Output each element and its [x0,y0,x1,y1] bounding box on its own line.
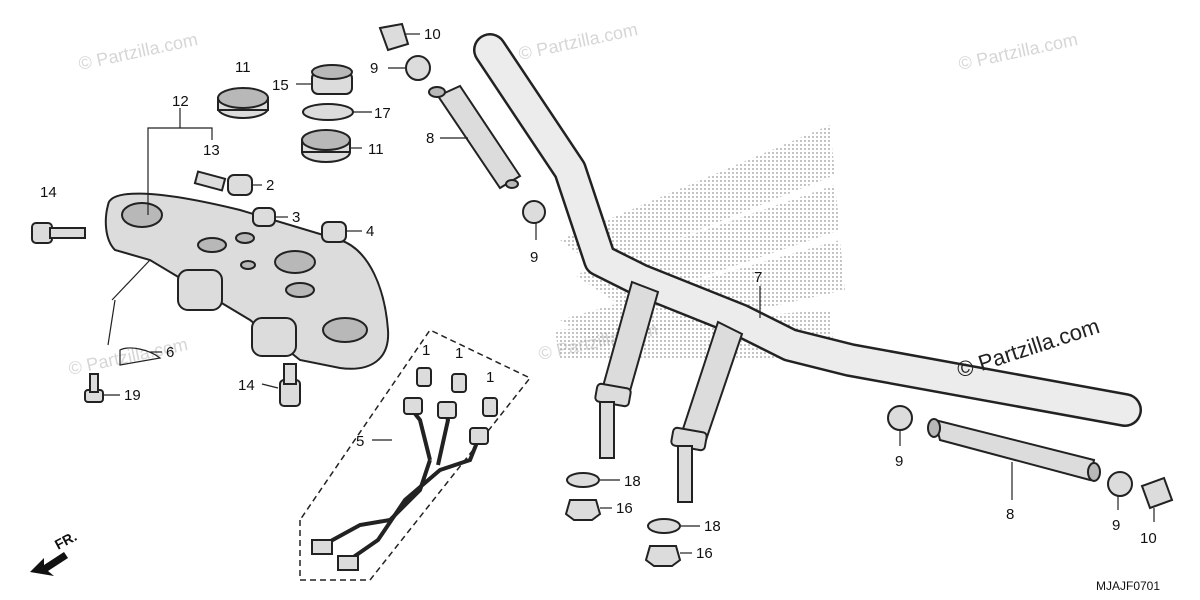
washer-18-part [647,518,681,534]
cap-10-part [1140,476,1174,510]
nut-16-part [564,499,602,521]
front-direction-arrow-icon [30,552,68,576]
callout-3: 3 [292,209,300,226]
nut-9-part [1107,471,1133,497]
nut-9-part [522,200,546,224]
plug-4-part [321,221,347,243]
bearing-11-part [301,129,351,163]
nut-16-part [644,545,682,567]
callout-18: 18 [704,518,721,535]
harness-group-box [299,329,532,581]
top-bridge-part [104,192,390,370]
callout-16: 16 [696,545,713,562]
callout-1: 1 [422,342,430,359]
callout-1: 1 [455,345,463,362]
bolt-14-part [31,222,86,244]
front-direction-label: FR. [52,528,79,553]
watermark: © Partzilla.com [517,19,640,64]
callout-4: 4 [366,223,374,240]
washer-17-part [302,103,354,121]
callout-14: 14 [40,184,57,201]
callout-6: 6 [166,344,174,361]
weight-tube-8-part [927,418,1101,482]
callout-7: 7 [754,269,762,286]
callout-5: 5 [356,433,364,450]
washer-18-part [566,472,600,488]
callout-10: 10 [1140,530,1157,547]
plug-2-part [227,174,253,196]
callout-16: 16 [616,500,633,517]
plug-3-part [252,207,276,227]
callout-11: 11 [235,59,251,76]
bulb-1-part [482,397,498,417]
callout-14: 14 [238,377,255,394]
callout-12: 12 [172,93,189,110]
callout-17: 17 [374,105,391,122]
cap-10-part [378,22,410,52]
callout-19: 19 [124,387,141,404]
diagram-code: MJAJF0701 [1096,579,1160,593]
callout-9: 9 [895,453,903,470]
nut-9-part [405,55,431,81]
bearing-11-part [217,87,269,119]
plate-13-part [193,170,227,192]
callout-13: 13 [203,142,220,159]
callout-11: 11 [368,141,384,158]
callout-9: 9 [370,60,378,77]
callout-2: 2 [266,177,274,194]
watermark: © Partzilla.com [77,29,200,74]
callout-18: 18 [624,473,641,490]
bolt-14-part [279,363,301,407]
bulb-1-part [416,367,432,387]
watermark: © Partzilla.com [957,29,1080,74]
watermark-main: © Partzilla.com [954,313,1103,383]
callout-10: 10 [424,26,441,43]
callout-8: 8 [426,130,434,147]
callout-15: 15 [272,77,289,94]
cap-nut-15-part [311,64,353,95]
callout-1: 1 [486,369,494,386]
callout-9: 9 [530,249,538,266]
bolt-19-part [84,373,104,403]
clip-6-part [119,347,162,366]
handlebar-7-part [473,33,1142,503]
bulb-1-part [451,373,467,393]
callout-9: 9 [1112,517,1120,534]
weight-tube-8-part [428,84,522,190]
wire-harness-5-part [311,397,489,571]
callout-8: 8 [1006,506,1014,523]
nut-9-part [887,405,913,431]
